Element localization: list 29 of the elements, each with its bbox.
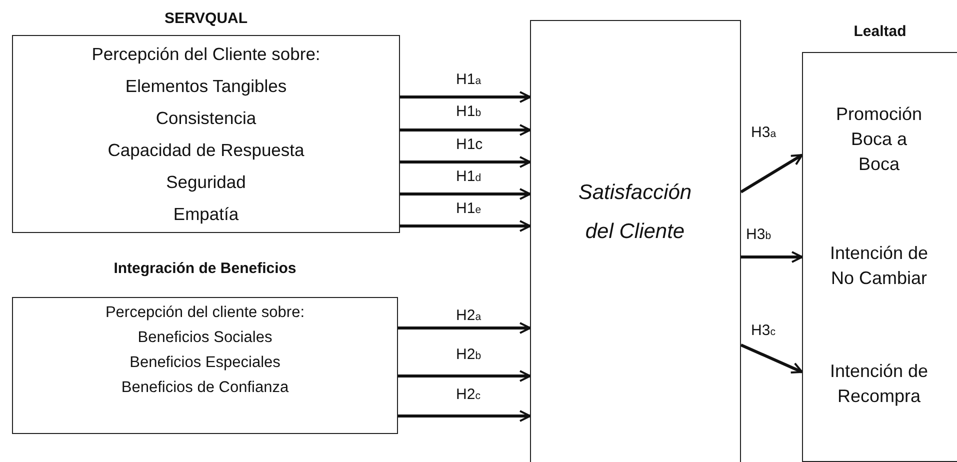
dimension-text: Elementos Tangibles <box>124 75 288 98</box>
arrow <box>398 410 531 422</box>
arrow <box>400 156 531 168</box>
construct-heading: SERVQUAL <box>163 10 249 27</box>
outcome-label: Intención de No Cambiar <box>828 242 930 290</box>
dimension-text: Beneficios Sociales <box>136 328 274 348</box>
dimension-text: Seguridad <box>165 171 247 194</box>
dimension-text: Capacidad de Respuesta <box>106 139 306 162</box>
arrow <box>740 154 803 194</box>
construct-heading: Lealtad <box>852 23 908 40</box>
arrow <box>400 124 531 136</box>
dimension-text: Consistencia <box>154 107 258 130</box>
dimension-text: Empatía <box>172 203 240 226</box>
arrow <box>398 322 531 334</box>
dimension-text: Beneficios de Confianza <box>120 378 290 398</box>
construct-label: Satisfacción del Cliente <box>577 180 693 245</box>
arrow <box>400 188 531 200</box>
construct-box <box>530 20 741 462</box>
arrow <box>741 251 803 263</box>
arrow <box>740 344 803 374</box>
intro-text: Percepción del cliente sobre: <box>104 303 306 323</box>
dimension-text: Beneficios Especiales <box>128 353 282 373</box>
intro-text: Percepción del Cliente sobre: <box>90 43 322 66</box>
arrow <box>398 370 531 382</box>
outcome-label: Promoción Boca a Boca <box>834 103 924 176</box>
arrow <box>400 220 531 232</box>
construct-heading: Integración de Beneficios <box>112 260 298 277</box>
arrow <box>400 91 531 103</box>
outcome-label: Intención de Recompra <box>828 360 930 408</box>
